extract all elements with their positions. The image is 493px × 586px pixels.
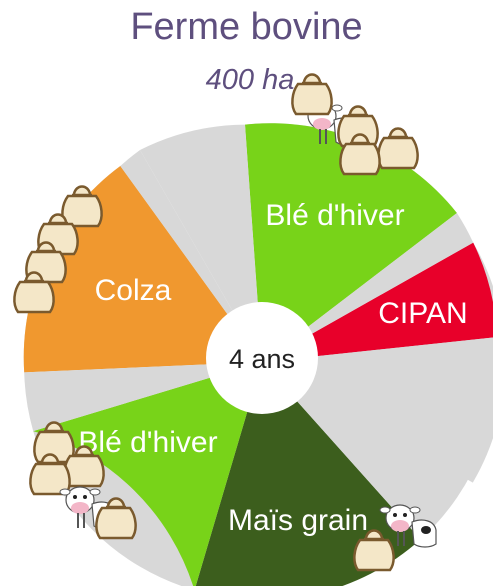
label-cipan: CIPAN xyxy=(378,297,467,330)
segment-mais-grain xyxy=(195,362,421,586)
diagram-subtitle: 400 ha xyxy=(205,64,295,96)
label-colza: Colza xyxy=(95,274,172,307)
gap-left-small xyxy=(24,362,263,432)
gap-right-large xyxy=(262,337,493,540)
segment-ble-hiver-bottom xyxy=(33,362,262,586)
label-ble-hiver-bottom: Blé d'hiver xyxy=(78,426,217,459)
grain-sack-icon xyxy=(291,73,333,116)
gap-right-small xyxy=(262,213,474,362)
gap-colza-top xyxy=(120,150,262,362)
center-circle xyxy=(206,302,318,414)
label-ble-hiver-top: Blé d'hiver xyxy=(265,199,404,232)
segment-cipan xyxy=(262,242,493,362)
gap-top-left xyxy=(140,124,262,362)
segment-ble-hiver-top xyxy=(245,123,457,363)
diagram-title: Ferme bovine xyxy=(130,6,363,48)
label-mais-grain: Maïs grain xyxy=(228,504,368,537)
center-label: 4 ans xyxy=(229,344,295,374)
grain-sack-icon xyxy=(377,127,419,170)
